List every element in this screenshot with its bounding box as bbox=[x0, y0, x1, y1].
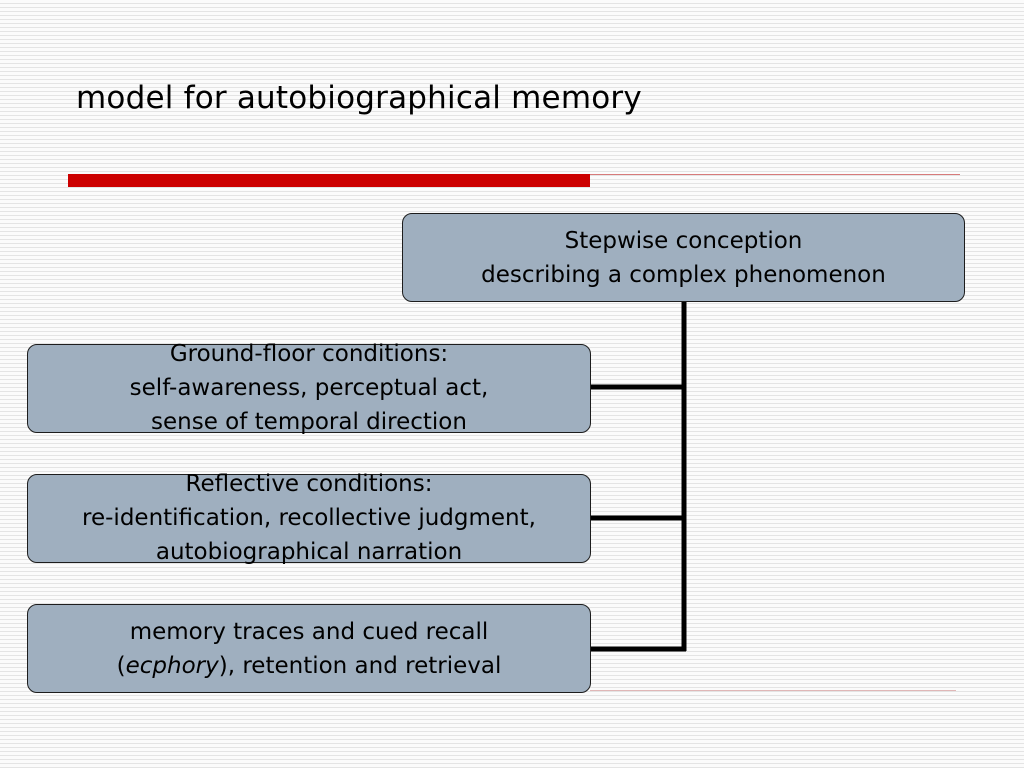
node-reflective-conditions: Reflective conditions: re-identification… bbox=[27, 471, 591, 565]
node-memory-traces: memory traces and cued recall (ecphory),… bbox=[27, 604, 591, 693]
title-underline bbox=[590, 174, 960, 175]
node-1-line-3: sense of temporal direction bbox=[151, 408, 467, 435]
node-3-line-2: (ecphory), retention and retrieval bbox=[117, 649, 502, 683]
root-node-line-1: Stepwise conception bbox=[564, 227, 803, 254]
root-node-line-2: describing a complex phenomenon bbox=[481, 261, 886, 288]
node-2-line-1: Reflective conditions: bbox=[185, 470, 433, 497]
node-3-ecphory-term: ecphory bbox=[125, 652, 219, 679]
node-3-line-2-rest: ), retention and retrieval bbox=[218, 652, 502, 679]
root-node: Stepwise conception describing a complex… bbox=[402, 213, 965, 302]
node-2-line-3: autobiographical narration bbox=[155, 538, 463, 565]
node-3-paren-open: ( bbox=[116, 652, 126, 679]
node-1-line-1: Ground-floor conditions: bbox=[169, 340, 449, 367]
node-ground-floor-conditions: Ground-floor conditions: self-awareness,… bbox=[27, 341, 591, 435]
node-2-line-2: re-identification, recollective judgment… bbox=[82, 504, 536, 531]
title-accent-bar bbox=[68, 174, 590, 187]
footer-line bbox=[590, 690, 956, 691]
node-3-line-1: memory traces and cued recall bbox=[129, 618, 489, 645]
node-1-line-2: self-awareness, perceptual act, bbox=[129, 374, 489, 401]
slide-title: model for autobiographical memory bbox=[76, 80, 642, 116]
